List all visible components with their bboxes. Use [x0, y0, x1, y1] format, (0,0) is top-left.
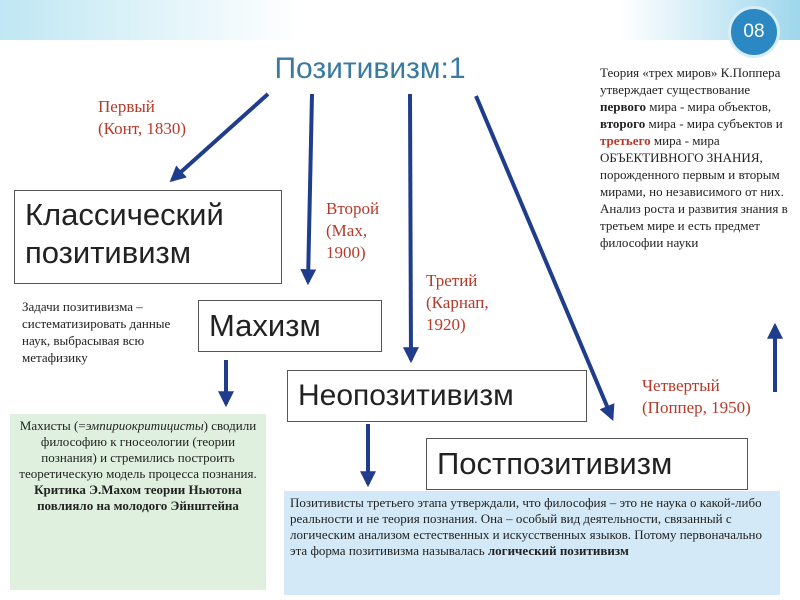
stage-third-detail-2: 1920) — [426, 315, 466, 334]
decor-gradient-left — [0, 0, 300, 40]
stage-second-detail-1: (Мах, — [326, 221, 368, 240]
stage-fourth-detail: (Поппер, 1950) — [642, 398, 751, 417]
box-neopositivism: Неопозитивизм — [287, 370, 587, 422]
third-stage-positivists-text-box: Позитивисты третьего этапа утверждали, ч… — [284, 491, 780, 595]
stage-second-label: Второй (Мах, 1900) — [326, 198, 379, 264]
machists-bold: Критика Э.Махом теории Ньютона повлияло … — [34, 482, 242, 513]
stage-third-label: Третий (Карнап, 1920) — [426, 270, 489, 336]
stage-first-name: Первый — [98, 97, 155, 116]
popper-three-worlds-text: Теория «трех миров» К.Поппера утверждает… — [600, 64, 790, 251]
popper-part-4: мира - мира ОБЪЕКТИВНОГО ЗНАНИЯ, порожде… — [600, 133, 788, 250]
stage-fourth-name: Четвертый — [642, 376, 720, 395]
stage-third-detail-1: (Карнап, — [426, 293, 489, 312]
popper-part-2: мира - мира объектов, — [649, 99, 772, 114]
arrow-to-classical — [169, 92, 270, 183]
stage-second-detail-2: 1900) — [326, 243, 366, 262]
popper-part-3: мира - мира субъектов и — [648, 116, 783, 131]
arrow-to-postpositivism — [474, 95, 615, 421]
box-machism: Махизм — [198, 300, 382, 352]
popper-word-third: третьего — [600, 133, 651, 148]
arrow-to-neopositivism — [402, 93, 419, 364]
machists-text-box: Махисты (=эмпириокритицисты) сводили фил… — [10, 414, 266, 590]
stage-third-name: Третий — [426, 271, 478, 290]
positivists-part-1: Позитивисты третьего этапа утверждали, ч… — [290, 495, 762, 558]
page-title: Позитивизм:1 — [274, 52, 466, 85]
machists-italic: эмпириокритицисты — [85, 418, 204, 433]
popper-part-1: Теория «трех миров» К.Поппера утверждает… — [600, 65, 781, 97]
machists-part-1: Махисты (= — [19, 418, 86, 433]
machists-part-2: ) сводили философию к гносеологии (теори… — [19, 418, 257, 481]
slide-number-badge: 08 — [728, 6, 780, 58]
stage-fourth-label: Четвертый (Поппер, 1950) — [642, 375, 751, 419]
box-classical-positivism: Классический позитивизм — [14, 190, 282, 284]
positivism-tasks-text: Задачи позитивизма – систематизировать д… — [22, 299, 171, 365]
stage-first-detail: (Конт, 1830) — [98, 119, 187, 138]
popper-word-second: второго — [600, 116, 646, 131]
box-postpositivism: Постпозитивизм — [426, 438, 748, 490]
positivists-bold: логический позитивизм — [487, 543, 629, 558]
arrow-to-machism — [300, 93, 317, 286]
stage-second-name: Второй — [326, 199, 380, 218]
popper-word-first: первого — [600, 99, 647, 114]
stage-first-label: Первый (Конт, 1830) — [98, 96, 186, 140]
